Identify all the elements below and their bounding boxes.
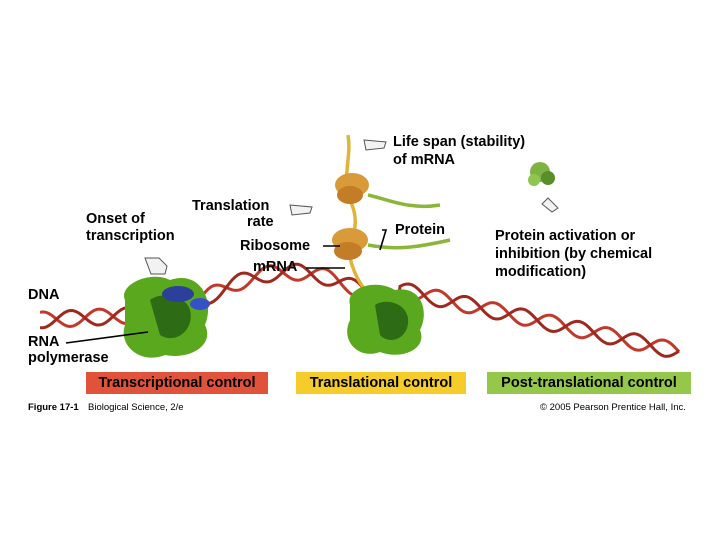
translational-control-label: Translational control	[309, 375, 453, 391]
protein-activation-label-line3: modification)	[495, 264, 587, 280]
copyright: © 2005 Pearson Prentice Hall, Inc.	[540, 402, 686, 413]
rna-polymerase-middle	[347, 284, 424, 355]
onset-label-line2: transcription	[86, 228, 175, 244]
transcriptional-control-label: Transcriptional control	[98, 375, 256, 391]
pointing-hand-icon	[541, 197, 559, 213]
ribosome-upper	[335, 173, 369, 204]
label-leader-lines	[65, 229, 388, 344]
pointing-hand-icon	[363, 139, 387, 151]
rna-polymerase-left	[123, 276, 210, 358]
book-title: Biological Science, 2/e	[88, 402, 184, 413]
life-span-label-line1: Life span (stability)	[393, 134, 526, 150]
ribosome-label: Ribosome	[240, 238, 311, 254]
protein-chain-lower	[367, 238, 451, 250]
translation-rate-label-line2: rate	[247, 214, 274, 230]
pointing-hand-icon	[144, 257, 168, 275]
protein-chain-upper	[367, 193, 441, 209]
modified-protein	[528, 162, 555, 186]
protein-label: Protein	[395, 222, 445, 238]
mrna-strand	[344, 134, 387, 312]
dna-label: DNA	[28, 287, 60, 303]
onset-label-line1: Onset of	[86, 211, 145, 227]
post-translational-control-box: Post-translational control	[487, 372, 691, 394]
rna-polymerase-label-line2: polymerase	[28, 350, 109, 366]
post-translational-control-label: Post-translational control	[501, 375, 677, 391]
transcriptional-control-box: Transcriptional control	[86, 372, 268, 394]
pointing-hand-icons	[144, 139, 559, 275]
rna-polymerase-label-line1: RNA	[28, 334, 60, 350]
protein-activation-label-line1: Protein activation or	[495, 228, 636, 244]
figure-number: Figure 17-1	[28, 402, 79, 413]
life-span-label-line2: of mRNA	[393, 152, 456, 168]
ribosome-lower	[332, 228, 368, 260]
protein-activation-label-line2: inhibition (by chemical	[495, 246, 653, 262]
translational-control-box: Translational control	[296, 372, 466, 394]
mrna-label: mRNA	[253, 259, 298, 275]
pointing-hand-icon	[289, 204, 313, 216]
translation-rate-label-line1: Translation	[192, 198, 270, 214]
